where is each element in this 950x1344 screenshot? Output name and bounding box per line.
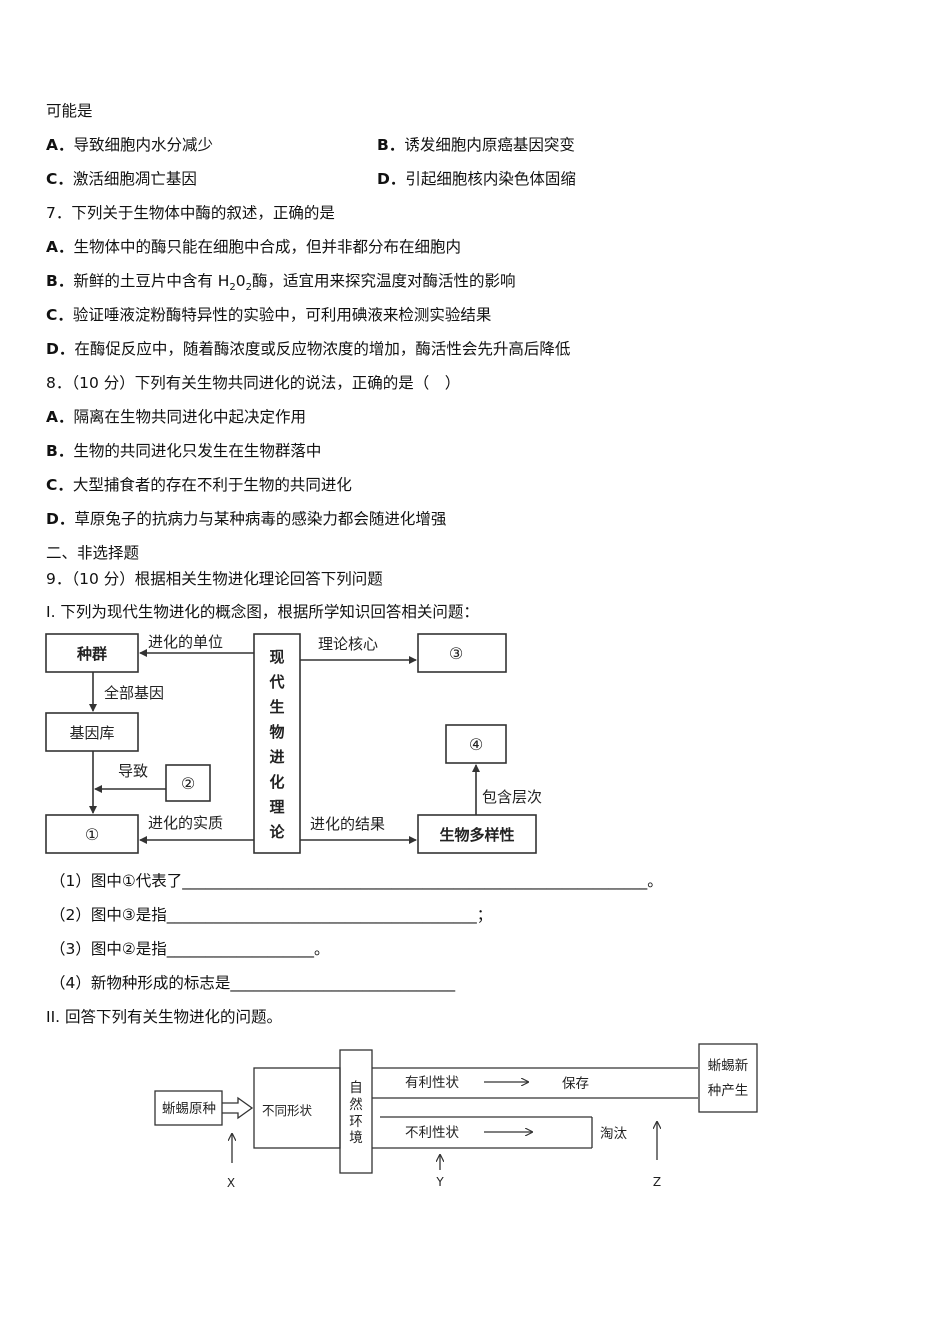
arrow-essence-label: 进化的实质 — [148, 814, 223, 832]
arrow-cause-label: 导致 — [118, 762, 148, 780]
center-char: 论 — [269, 823, 285, 841]
option-text: 在酶促反应中，随着酶浓度或反应物浓度的增加，酶活性会先升高后降低 — [74, 340, 571, 358]
option-text: 生物的共同进化只发生在生物群落中 — [73, 442, 322, 460]
option-label: C． — [46, 476, 73, 494]
q6-option-c: C．激活细胞凋亡基因 — [46, 169, 197, 189]
option-text: 酶，适宜用来探究温度对酶活性的影响 — [252, 272, 516, 290]
q9-part2-title: II. 回答下列有关生物进化的问题。 — [46, 1008, 282, 1026]
center-char: 理 — [269, 798, 284, 816]
answer-blank[interactable]: ___________________ — [166, 940, 315, 958]
box-2-label: ② — [181, 774, 195, 793]
blank-question-4: （4）新物种形成的标志是____________________________… — [50, 973, 455, 993]
option-text: 大型捕食者的存在不利于生物的共同进化 — [72, 476, 352, 494]
box-3-label: ③ — [449, 644, 463, 663]
option-label: D． — [46, 340, 75, 358]
option-text: 诱发细胞内原癌基因突变 — [404, 136, 575, 154]
box-diversity — [417, 814, 537, 854]
blank-prompt: （3）图中②是指 — [50, 940, 167, 958]
arrow-levels-label: 包含层次 — [482, 788, 542, 806]
option-label: A． — [46, 238, 74, 256]
blank-prompt: （2）图中③是指 — [50, 906, 167, 924]
q6-option-a: A．导致细胞内水分减少 — [46, 135, 213, 155]
option-text: 草原兔子的抗病力与某种病毒的感染力都会随进化增强 — [74, 510, 447, 528]
box-2 — [165, 764, 211, 802]
blank-question-3: （3）图中②是指___________________。 — [50, 939, 330, 959]
option-label: D． — [377, 170, 406, 188]
q7-option-a: A．生物体中的酶只能在细胞中合成，但并非都分布在细胞内 — [46, 237, 461, 257]
answer-blank[interactable]: ________________________________________ — [166, 906, 477, 924]
answer-blank[interactable]: _____________________________ — [230, 974, 456, 992]
q8-option-d: D．草原兔子的抗病力与某种病毒的感染力都会随进化增强 — [46, 509, 446, 529]
box-population-label: 种群 — [76, 645, 107, 663]
subscript: 2 — [229, 282, 236, 294]
subscript: 2 — [245, 282, 253, 294]
option-label: C． — [46, 170, 73, 188]
q7-stem: 7．下列关于生物体中酶的叙述，正确的是 — [46, 204, 335, 222]
option-label: D． — [46, 510, 75, 528]
blank-end: 。 — [314, 940, 330, 958]
section-title: 二、非选择题 — [46, 544, 140, 562]
center-char: 现 — [269, 648, 284, 666]
option-text: 激活细胞凋亡基因 — [72, 170, 197, 188]
q6-option-d: D．引起细胞核内染色体固缩 — [377, 169, 576, 189]
arrow-unit-label: 进化的单位 — [148, 633, 223, 651]
blank-end: 。 — [647, 872, 663, 890]
q8-stem: 8．（10 分）下列有关生物共同进化的说法，正确的是（ ） — [46, 374, 461, 392]
q7-option-c: C．验证唾液淀粉酶特异性的实验中，可利用碘液来检测实验结果 — [46, 305, 491, 325]
box-3 — [417, 633, 507, 673]
option-label: A． — [46, 136, 74, 154]
box-4 — [445, 724, 507, 764]
option-text: 隔离在生物共同进化中起决定作用 — [73, 408, 307, 426]
box-center — [253, 633, 301, 854]
center-char: 进 — [269, 748, 284, 766]
box-1 — [45, 814, 139, 854]
option-label: B． — [377, 136, 405, 154]
q7-option-b: B．新鲜的土豆片中含有 H202酶，适宜用来探究温度对酶活性的影响 — [46, 271, 516, 298]
blank-end: ； — [476, 906, 493, 924]
option-label: B． — [46, 442, 74, 460]
option-label: C． — [46, 306, 73, 324]
option-text: 0 — [235, 272, 246, 290]
q9-part1-title: I. 下列为现代生物进化的概念图，根据所学知识回答相关问题： — [46, 603, 479, 621]
box-genepool — [45, 712, 139, 752]
q6-option-b: B．诱发细胞内原癌基因突变 — [377, 135, 575, 155]
q8-option-c: C．大型捕食者的存在不利于生物的共同进化 — [46, 475, 352, 495]
option-text: 新鲜的土豆片中含有 H — [73, 272, 230, 290]
option-text: 验证唾液淀粉酶特异性的实验中，可利用碘液来检测实验结果 — [72, 306, 492, 324]
arrow-result-label: 进化的结果 — [310, 815, 385, 833]
blank-question-2: （2）图中③是指________________________________… — [50, 905, 492, 925]
box-4-label: ④ — [469, 735, 483, 754]
blank-prompt: （4）新物种形成的标志是 — [50, 974, 231, 992]
blank-prompt: （1）图中①代表了 — [50, 872, 183, 890]
q6-stem-tail: 可能是 — [46, 102, 93, 120]
option-text: 生物体中的酶只能在细胞中合成，但并非都分布在细胞内 — [73, 238, 462, 256]
q9-stem: 9．（10 分）根据相关生物进化理论回答下列问题 — [46, 570, 383, 588]
arrow-allgenes-label: 全部基因 — [104, 684, 164, 702]
box-genepool-label: 基因库 — [69, 724, 114, 742]
blank-question-1: （1）图中①代表了_______________________________… — [50, 871, 663, 891]
option-text: 引起细胞核内染色体固缩 — [405, 170, 576, 188]
center-char: 生 — [269, 698, 284, 716]
option-text: 导致细胞内水分减少 — [73, 136, 214, 154]
box-1-label: ① — [85, 825, 99, 844]
box-population — [45, 633, 139, 673]
center-char: 代 — [268, 673, 284, 691]
q8-option-a: A．隔离在生物共同进化中起决定作用 — [46, 407, 306, 427]
arrow-core-label: 理论核心 — [318, 635, 378, 653]
option-label: B． — [46, 272, 74, 290]
q8-option-b: B．生物的共同进化只发生在生物群落中 — [46, 441, 321, 461]
box-diversity-label: 生物多样性 — [439, 826, 514, 844]
q7-option-d: D．在酶促反应中，随着酶浓度或反应物浓度的增加，酶活性会先升高后降低 — [46, 339, 570, 359]
center-char: 物 — [269, 723, 284, 741]
option-label: A． — [46, 408, 74, 426]
center-char: 化 — [269, 773, 284, 791]
answer-blank[interactable]: ________________________________________… — [182, 872, 648, 890]
